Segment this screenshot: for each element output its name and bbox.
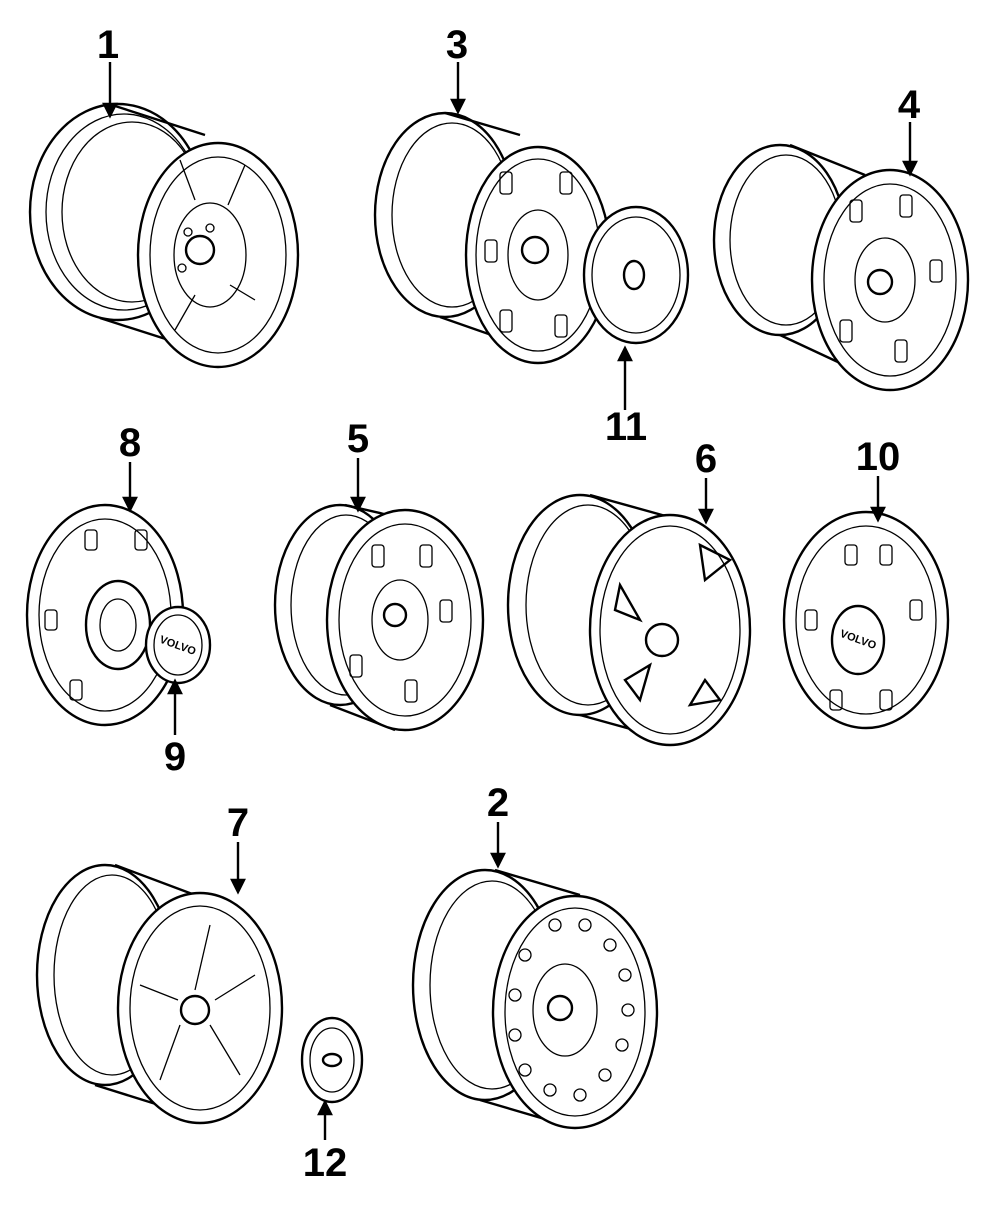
- callout-11: 11: [605, 405, 647, 449]
- wheel-5[interactable]: [273, 503, 485, 732]
- callout-4: 4: [898, 83, 921, 127]
- callout-9: 9: [164, 735, 186, 779]
- callout-10: 10: [856, 435, 901, 479]
- center-cap-12[interactable]: [300, 1016, 364, 1104]
- callout-8: 8: [119, 421, 141, 465]
- callout-2: 2: [487, 781, 509, 825]
- center-cap-9[interactable]: VOLVO: [144, 605, 212, 685]
- wheel-7[interactable]: [35, 863, 284, 1125]
- wheel-2[interactable]: [411, 868, 659, 1130]
- wheel-3[interactable]: [373, 111, 612, 365]
- callout-3: 3: [446, 23, 468, 67]
- hub-cap-11[interactable]: [582, 205, 690, 345]
- leader-arrows: [102, 62, 918, 1140]
- wheel-6[interactable]: [506, 493, 752, 747]
- callout-7: 7: [227, 801, 249, 845]
- wheel-1[interactable]: [28, 102, 300, 369]
- callout-1: 1: [97, 23, 119, 67]
- wheel-cover-10[interactable]: VOLVO: [782, 510, 950, 730]
- callout-6: 6: [695, 437, 717, 481]
- callout-12: 12: [303, 1141, 348, 1185]
- wheel-4[interactable]: [712, 143, 970, 392]
- callout-5: 5: [347, 417, 369, 461]
